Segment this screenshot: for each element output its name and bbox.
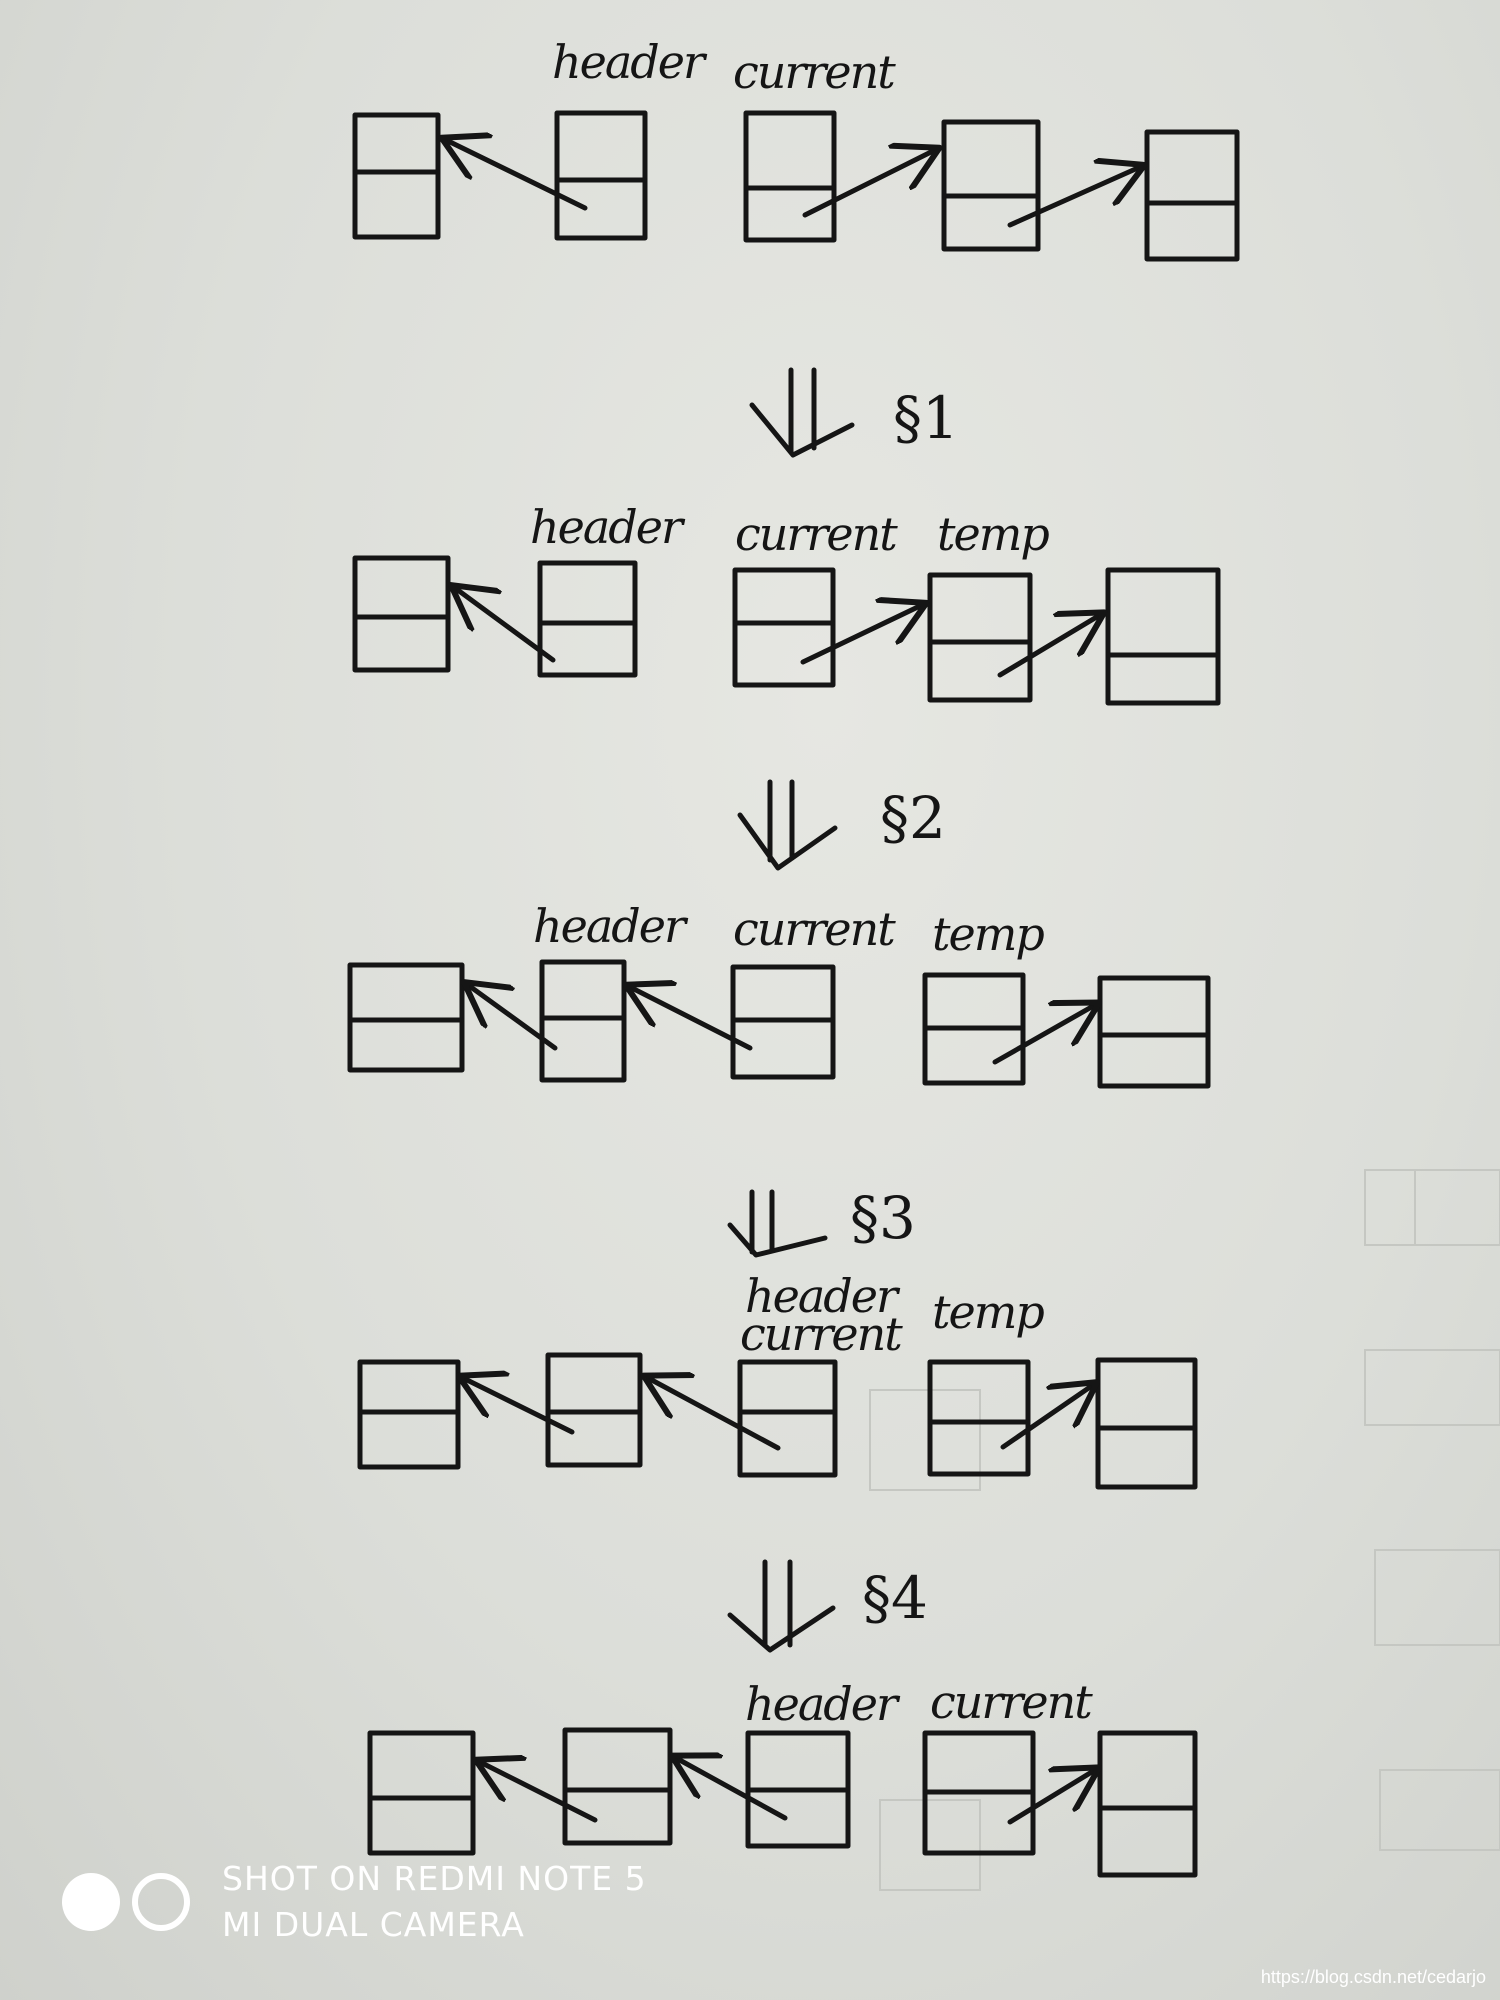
step-label: §4: [862, 1564, 928, 1632]
node: [537, 560, 638, 678]
node: [730, 964, 836, 1080]
node: [1097, 975, 1211, 1089]
pointer-arrow: [1007, 167, 1140, 228]
camera-watermark: SHOT ON REDMI NOTE 5 MI DUAL CAMERA: [62, 1852, 647, 1952]
node: [1105, 567, 1221, 706]
pointer-arrow: [800, 605, 922, 665]
background-ghost-marks: [869, 1169, 1500, 1891]
label-header: header: [745, 1269, 901, 1323]
node: [352, 112, 441, 240]
node: [922, 1730, 1036, 1856]
node: [357, 1359, 461, 1470]
pointer-arrow: [468, 985, 558, 1051]
camera-dot-filled-icon: [62, 1873, 120, 1931]
transition-4: §4: [727, 1559, 928, 1653]
node: [1095, 1357, 1198, 1490]
node: [743, 110, 837, 243]
node: [1097, 1730, 1198, 1878]
node: [922, 972, 1026, 1086]
pointer-arrow: [648, 1378, 781, 1451]
label-temp: temp: [932, 907, 1044, 961]
node: [941, 119, 1041, 252]
node: [539, 959, 627, 1083]
pointer-arrow: [480, 1762, 598, 1823]
label-current: current: [733, 45, 896, 99]
row-1: header current: [352, 35, 1240, 262]
source-url: https://blog.csdn.net/cedarjo: [1260, 1967, 1486, 1987]
label-current: current: [740, 1307, 903, 1361]
node: [352, 555, 451, 673]
node: [927, 1359, 1031, 1477]
label-temp: temp: [932, 1285, 1044, 1339]
label-current: current: [735, 507, 898, 561]
pointer-arrow: [997, 615, 1100, 678]
node: [554, 110, 648, 241]
node: [562, 1727, 673, 1846]
pointer-arrow: [446, 140, 588, 211]
label-header: header: [552, 35, 708, 89]
pointer-arrow: [802, 150, 935, 218]
step-label: §3: [850, 1184, 916, 1252]
node: [737, 1359, 838, 1478]
transition-1: §1: [749, 367, 959, 458]
label-header: header: [745, 1677, 901, 1731]
pointer-arrow: [1007, 1770, 1095, 1825]
label-header: header: [530, 500, 686, 554]
node: [732, 567, 836, 688]
row-4: header current temp: [357, 1269, 1198, 1490]
transition-2: §2: [737, 779, 946, 871]
step-label: §2: [880, 784, 946, 852]
step-label: §1: [893, 384, 959, 452]
label-current: current: [733, 902, 896, 956]
label-current: current: [930, 1675, 1093, 1729]
node: [367, 1730, 476, 1856]
node: [1144, 129, 1240, 262]
node: [545, 1352, 643, 1468]
node: [347, 962, 465, 1073]
pointer-arrow: [455, 588, 556, 663]
pointer-arrow: [992, 1005, 1095, 1065]
pointer-arrow: [676, 1758, 788, 1821]
watermark-line-1: SHOT ON REDMI NOTE 5: [222, 1859, 647, 1898]
row-3: header current temp: [347, 899, 1211, 1089]
node: [927, 572, 1033, 703]
pointer-arrow: [463, 1378, 575, 1435]
watermark-line-2: MI DUAL CAMERA: [222, 1905, 525, 1944]
node: [745, 1730, 851, 1849]
label-header: header: [533, 899, 689, 953]
camera-dot-ring-icon: [132, 1873, 190, 1931]
label-temp: temp: [937, 507, 1049, 561]
transition-3: §3: [727, 1184, 916, 1258]
pointer-arrow: [630, 987, 753, 1051]
row-2: header current temp: [352, 500, 1221, 706]
pointer-arrow: [1000, 1385, 1093, 1450]
row-5: header current: [367, 1675, 1198, 1878]
